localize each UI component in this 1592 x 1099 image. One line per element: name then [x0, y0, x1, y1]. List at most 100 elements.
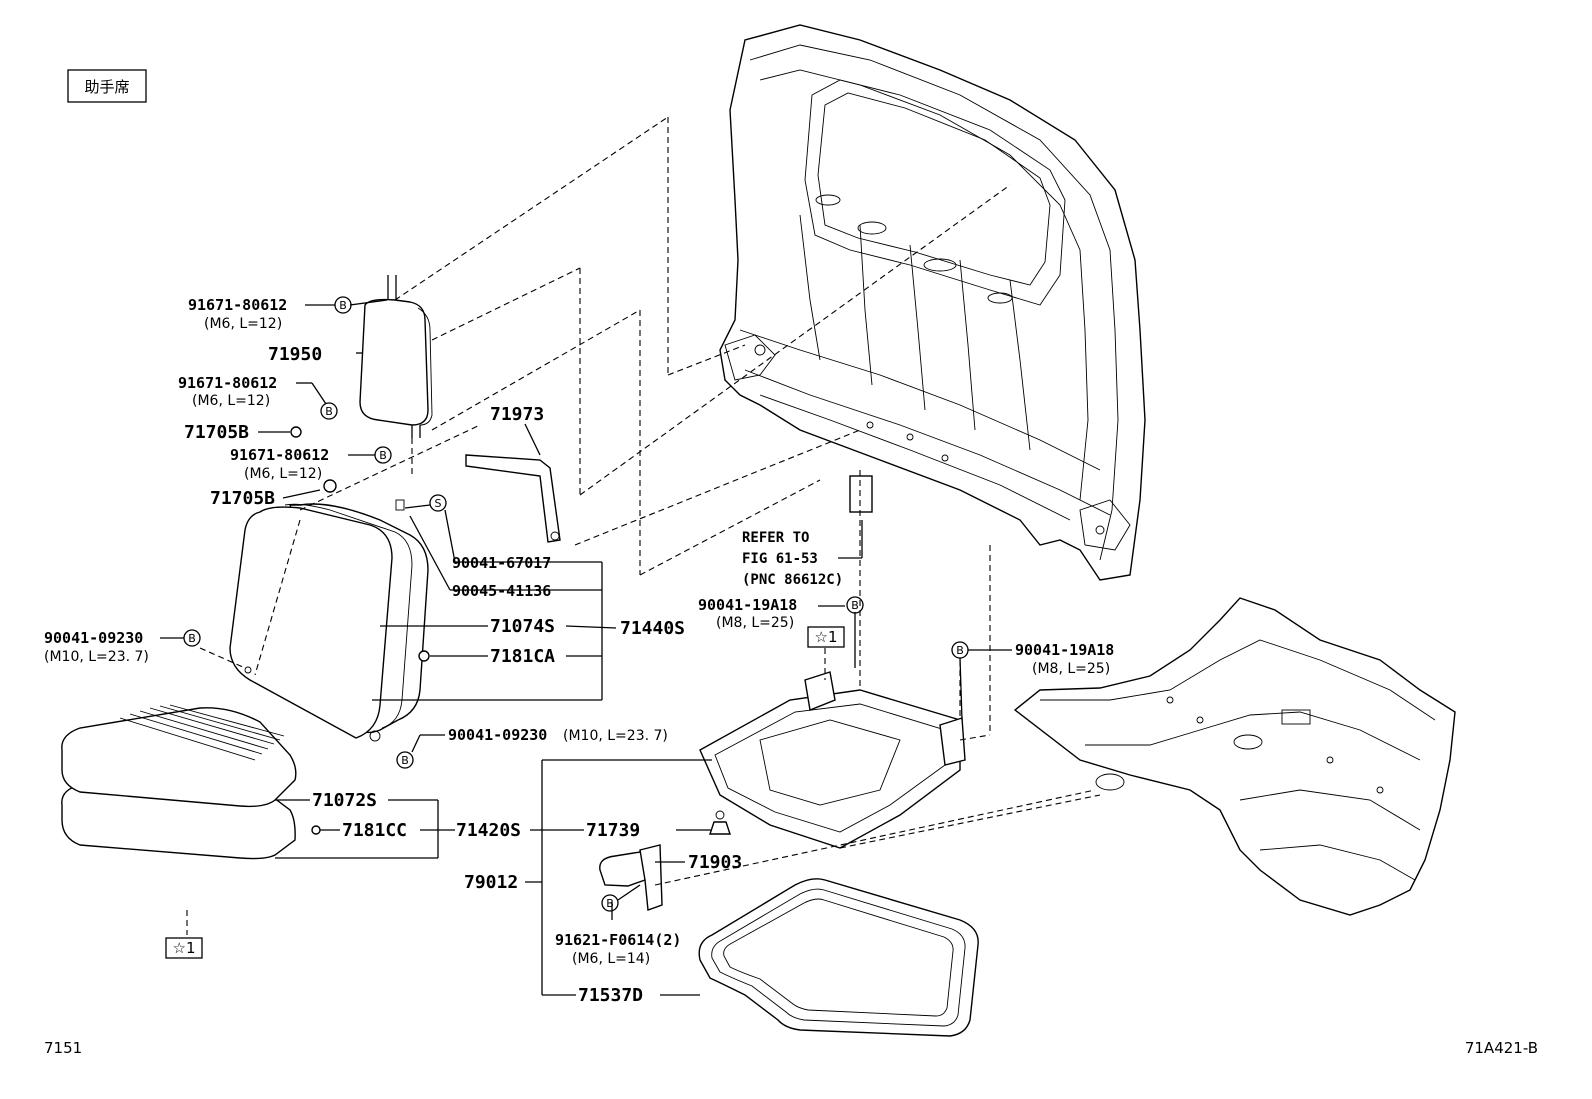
cab-back-panel-illustration: [719, 24, 1146, 581]
svg-text:B: B: [379, 449, 387, 462]
svg-text:71705B: 71705B: [184, 422, 249, 443]
svg-text:(M10, L=23. 7): (M10, L=23. 7): [44, 649, 149, 665]
star-marker-seat: ☆1: [165, 937, 203, 959]
callout-90045-41136[interactable]: 90045-41136: [452, 582, 551, 600]
callout-71074s[interactable]: 71074S: [490, 616, 555, 637]
headrest-illustration: [359, 275, 433, 438]
svg-text:(M6, L=12): (M6, L=12): [192, 393, 270, 409]
svg-text:(M8, L=25): (M8, L=25): [1032, 661, 1110, 677]
callout-79012[interactable]: 79012: [464, 872, 518, 893]
callout-7181cc[interactable]: 7181CC: [342, 820, 407, 841]
svg-text:B: B: [606, 897, 614, 910]
callout-71072s[interactable]: 71072S: [312, 790, 377, 811]
svg-text:(M10, L=23. 7): (M10, L=23. 7): [563, 728, 668, 744]
callout-71950[interactable]: 71950: [268, 344, 322, 365]
callout-91671-80612-middle[interactable]: 91671-80612 (M6, L=12): [178, 374, 277, 409]
svg-text:71537D: 71537D: [578, 985, 643, 1006]
code-marker-b-6: B: [846, 596, 864, 614]
svg-text:91671-80612: 91671-80612: [188, 296, 287, 314]
svg-text:91671-80612: 91671-80612: [230, 446, 329, 464]
figure-reference: 7151: [44, 1039, 82, 1057]
code-marker-b-5: B: [396, 751, 414, 769]
callout-90041-19a18-right[interactable]: 90041-19A18 (M8, L=25): [1015, 641, 1114, 677]
seatback-cushion-illustration: [229, 499, 429, 742]
svg-text:90041-09230: 90041-09230: [448, 726, 547, 744]
callout-71903[interactable]: 71903: [688, 852, 742, 873]
svg-text:(PNC 86612C): (PNC 86612C): [742, 572, 843, 588]
svg-text:90041-67017: 90041-67017: [452, 554, 551, 572]
callout-91621-f0614[interactable]: 91621-F0614(2) (M6, L=14): [555, 931, 681, 967]
svg-text:FIG 61-53: FIG 61-53: [742, 551, 818, 567]
callout-71705b-lower[interactable]: 71705B: [210, 488, 275, 509]
code-marker-b-1: B: [334, 296, 352, 314]
svg-text:REFER TO: REFER TO: [742, 530, 809, 546]
svg-text:B: B: [339, 299, 347, 312]
svg-text:71072S: 71072S: [312, 790, 377, 811]
rubber-bumper-illustration: [709, 810, 731, 835]
refer-part-illustration: [849, 475, 873, 513]
svg-text:B: B: [188, 632, 196, 645]
svg-text:71973: 71973: [490, 404, 544, 425]
callout-90041-19a18-center[interactable]: 90041-19A18 (M8, L=25): [698, 596, 797, 631]
code-marker-b-3: B: [374, 446, 392, 464]
callout-91671-80612-lower[interactable]: 91671-80612 (M6, L=12): [230, 446, 329, 482]
svg-text:71074S: 71074S: [490, 616, 555, 637]
svg-text:90045-41136: 90045-41136: [452, 582, 551, 600]
callout-90041-09230-left[interactable]: 90041-09230 (M10, L=23. 7): [44, 629, 149, 665]
callout-71739[interactable]: 71739: [586, 820, 640, 841]
svg-text:(M6, L=12): (M6, L=12): [204, 316, 282, 332]
callout-7181ca[interactable]: 7181CA: [490, 646, 555, 667]
svg-text:B: B: [325, 405, 333, 418]
svg-text:91671-80612: 91671-80612: [178, 374, 277, 392]
svg-text:71420S: 71420S: [456, 820, 521, 841]
svg-text:7181CA: 7181CA: [490, 646, 555, 667]
svg-text:☆1: ☆1: [815, 628, 838, 646]
seat-position-label-box: 助手席: [67, 69, 147, 103]
svg-text:90041-19A18: 90041-19A18: [698, 596, 797, 614]
code-marker-b-2: B: [320, 402, 338, 420]
svg-text:B: B: [851, 599, 859, 612]
svg-text:(M6, L=14): (M6, L=14): [572, 951, 650, 967]
svg-text:☆1: ☆1: [173, 939, 196, 957]
headrest-support-rod-illustration: [465, 454, 561, 543]
callout-71537d[interactable]: 71537D: [578, 985, 643, 1006]
svg-text:7181CC: 7181CC: [342, 820, 407, 841]
illustration-id: 71A421-B: [1465, 1039, 1538, 1057]
svg-text:79012: 79012: [464, 872, 518, 893]
callout-91671-80612-upper[interactable]: 91671-80612 (M6, L=12): [188, 296, 287, 332]
code-marker-s: S: [429, 494, 447, 512]
seat-position-label: 助手席: [84, 78, 129, 96]
callout-71705b-upper[interactable]: 71705B: [184, 422, 249, 443]
code-marker-b-7: B: [951, 641, 969, 659]
refer-note[interactable]: REFER TO FIG 61-53 (PNC 86612C): [742, 530, 843, 588]
hardware-glyphs: [290, 426, 430, 835]
fastener-code-markers: B B B S B B B B B: [183, 296, 969, 912]
svg-text:71440S: 71440S: [620, 618, 685, 639]
callout-71440s[interactable]: 71440S: [620, 618, 685, 639]
seat-frame-illustration: [699, 671, 966, 849]
callout-71420s[interactable]: 71420S: [456, 820, 521, 841]
code-marker-b-8: B: [601, 894, 619, 912]
seat-cushion-illustration: [61, 704, 297, 860]
svg-text:71705B: 71705B: [210, 488, 275, 509]
svg-text:B: B: [401, 754, 409, 767]
svg-text:B: B: [956, 644, 964, 657]
seat-seal-illustration: [698, 878, 979, 1037]
callout-90041-09230-right[interactable]: 90041-09230 (M10, L=23. 7): [448, 726, 668, 744]
svg-text:90041-19A18: 90041-19A18: [1015, 641, 1114, 659]
svg-text:(M6, L=12): (M6, L=12): [244, 466, 322, 482]
svg-text:71950: 71950: [268, 344, 322, 365]
svg-text:91621-F0614(2): 91621-F0614(2): [555, 931, 681, 949]
svg-text:(M8, L=25): (M8, L=25): [716, 615, 794, 631]
callout-90041-67017[interactable]: 90041-67017: [452, 554, 551, 572]
callout-71973[interactable]: 71973: [490, 404, 544, 425]
svg-text:71903: 71903: [688, 852, 742, 873]
svg-text:90041-09230: 90041-09230: [44, 629, 143, 647]
svg-text:S: S: [435, 497, 442, 510]
star-marker-frame: ☆1: [807, 626, 845, 648]
seat-lock-striker-illustration: [599, 844, 663, 911]
svg-text:71739: 71739: [586, 820, 640, 841]
floor-panel-illustration: [1013, 597, 1456, 916]
